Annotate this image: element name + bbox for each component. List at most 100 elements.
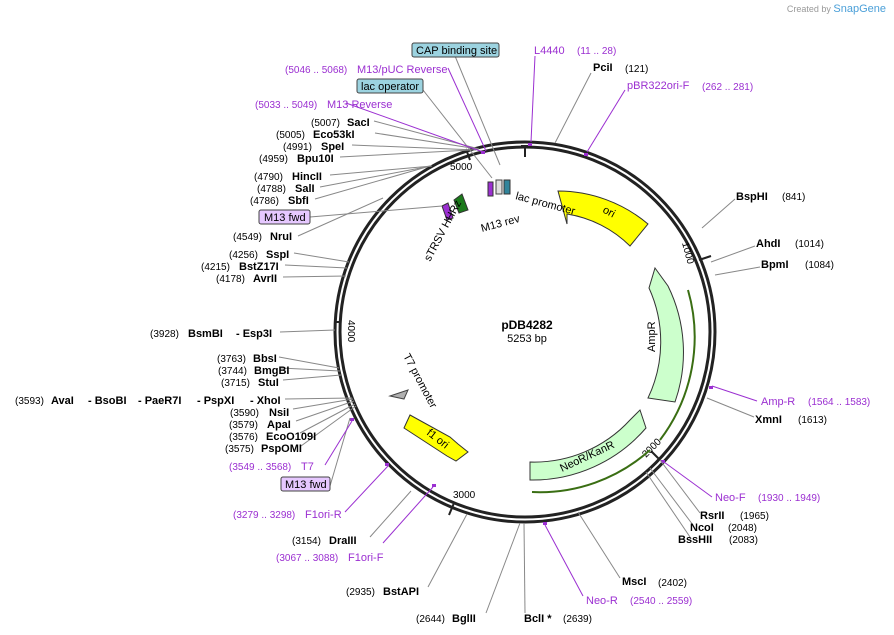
primer-l4440[interactable]: L4440 xyxy=(534,45,565,57)
site-pcii[interactable]: PciI xyxy=(593,62,613,74)
site-pspxi[interactable]: - PspXI xyxy=(197,395,234,407)
site-bstz17i[interactable]: BstZ17I xyxy=(239,261,279,273)
site-avai[interactable]: AvaI xyxy=(51,395,74,407)
site-apai[interactable]: ApaI xyxy=(267,419,291,431)
site-bmgbi[interactable]: BmgBI xyxy=(254,365,289,377)
site-draiii-pos: (3154) xyxy=(292,536,321,547)
tick-3000: 3000 xyxy=(453,490,476,501)
m13-fwd-label-top: M13 fwd xyxy=(264,212,306,224)
site-spei[interactable]: SpeI xyxy=(321,141,344,153)
site-bsphi-pos: (841) xyxy=(782,192,805,203)
site-rsrii[interactable]: RsrII xyxy=(700,510,724,522)
site-avrii-pos: (4178) xyxy=(216,274,245,285)
site-paer7i[interactable]: - PaeR7I xyxy=(138,395,181,407)
site-saci[interactable]: SacI xyxy=(347,117,370,129)
t7-promoter-label: T7 promoter xyxy=(400,352,439,411)
site-sbfi[interactable]: SbfI xyxy=(288,195,309,207)
tick-3000-mark xyxy=(448,502,455,516)
site-hincii[interactable]: HincII xyxy=(292,171,322,183)
f1ori-feature[interactable] xyxy=(403,414,469,462)
site-xmni-pos: (1613) xyxy=(798,415,827,426)
site-ahdi[interactable]: AhdI xyxy=(756,238,780,250)
site-msci[interactable]: MscI xyxy=(622,576,646,588)
origin-marker xyxy=(521,145,529,157)
site-eco53ki[interactable]: Eco53kI xyxy=(313,129,355,141)
ori-feature[interactable] xyxy=(557,190,649,247)
m13-fwd-box-bottom[interactable] xyxy=(280,476,331,492)
site-bpu10i[interactable]: Bpu10I xyxy=(297,153,334,165)
site-saci-pos: (5007) xyxy=(311,118,340,129)
primer-m13rev-range: (5033 .. 5049) xyxy=(255,100,317,111)
m13-fwd-box-top[interactable] xyxy=(258,209,311,225)
site-rsrii-pos: (1965) xyxy=(740,511,769,522)
primer-f1orir[interactable]: F1ori-R xyxy=(305,509,342,521)
neor-feature[interactable] xyxy=(529,409,647,481)
m13-fwd-label-bottom: M13 fwd xyxy=(285,479,327,491)
backbone-outer xyxy=(333,140,717,524)
snapgene-watermark: Created by SnapGene xyxy=(787,3,886,15)
neor-direction xyxy=(531,449,651,494)
site-bmgbi-pos: (3744) xyxy=(218,366,247,377)
primer-t7[interactable]: T7 xyxy=(301,461,314,473)
ori-label: ori xyxy=(601,204,617,220)
primer-neof[interactable]: Neo-F xyxy=(715,492,746,504)
t7-promoter-feature xyxy=(388,389,409,400)
site-bsmbi[interactable]: BsmBI xyxy=(188,328,223,340)
primer-neor[interactable]: Neo-R xyxy=(586,595,618,607)
site-bstz17i-pos: (4215) xyxy=(201,262,230,273)
site-bcli[interactable]: BclI * xyxy=(524,613,552,625)
site-nsii-pos: (3590) xyxy=(230,408,259,419)
site-spei-pos: (4991) xyxy=(283,142,312,153)
primer-f1orif[interactable]: F1ori-F xyxy=(348,552,384,564)
site-bsphi[interactable]: BspHI xyxy=(736,191,768,203)
site-msci-pos: (2402) xyxy=(658,578,687,589)
site-bglii[interactable]: BglII xyxy=(452,613,476,625)
primer-mark-neor xyxy=(543,522,547,525)
site-bsshii[interactable]: BssHII xyxy=(678,534,712,546)
site-bcli-pos: (2639) xyxy=(563,614,592,625)
cap-binding-feature xyxy=(503,179,511,195)
site-ncoi[interactable]: NcoI xyxy=(690,522,714,534)
site-bsobi[interactable]: - BsoBI xyxy=(88,395,127,407)
site-sali-pos: (4788) xyxy=(257,184,286,195)
primer-pbr322ori[interactable]: pBR322ori-F xyxy=(627,80,690,92)
site-esp3i[interactable]: - Esp3I xyxy=(236,328,272,340)
primer-mark-f1orif xyxy=(432,484,436,487)
site-stui-pos: (3715) xyxy=(221,378,250,389)
primer-m13rev[interactable]: M13 Reverse xyxy=(327,99,392,111)
snapgene-logo: SnapGene xyxy=(833,3,886,15)
primer-mark-f1orir xyxy=(385,463,389,466)
site-sspi-pos: (4256) xyxy=(229,250,258,261)
site-sspi[interactable]: SspI xyxy=(266,249,289,261)
site-bpmi[interactable]: BpmI xyxy=(761,259,789,271)
tick-4000: 4000 xyxy=(345,320,356,343)
primer-ampr[interactable]: Amp-R xyxy=(761,396,795,408)
site-ecoo109i[interactable]: EcoO109I xyxy=(266,431,316,443)
site-stui[interactable]: StuI xyxy=(258,377,279,389)
site-bstapi-pos: (2935) xyxy=(346,587,375,598)
lac-operator-box[interactable] xyxy=(356,78,424,94)
ampr-label: AmpR xyxy=(646,321,658,352)
site-ahdi-pos: (1014) xyxy=(795,239,824,250)
created-by-text: Created by xyxy=(786,4,831,14)
site-avrii[interactable]: AvrII xyxy=(253,273,277,285)
site-bbsi[interactable]: BbsI xyxy=(253,353,277,365)
site-connectors xyxy=(278,55,761,614)
tick-1000-mark xyxy=(698,255,712,261)
site-pspomi-pos: (3575) xyxy=(225,444,254,455)
site-pspomi[interactable]: PspOMI xyxy=(261,443,302,455)
site-xmni[interactable]: XmnI xyxy=(755,414,782,426)
site-sali[interactable]: SalI xyxy=(295,183,315,195)
site-nrui[interactable]: NruI xyxy=(270,231,292,243)
m13-fwd-feature xyxy=(441,202,454,221)
primer-mark-l4440 xyxy=(528,143,532,146)
cap-binding-box[interactable] xyxy=(411,42,500,58)
ampr-feature[interactable] xyxy=(647,266,684,403)
site-bstapi[interactable]: BstAPI xyxy=(383,586,419,598)
ampr-direction xyxy=(659,289,696,441)
site-xhoi[interactable]: - XhoI xyxy=(250,395,281,407)
primer-mark-t7 xyxy=(350,418,354,421)
primer-m13puc[interactable]: M13/pUC Reverse xyxy=(357,64,447,76)
site-draiii[interactable]: DraIII xyxy=(329,535,357,547)
site-nsii[interactable]: NsiI xyxy=(269,407,289,419)
